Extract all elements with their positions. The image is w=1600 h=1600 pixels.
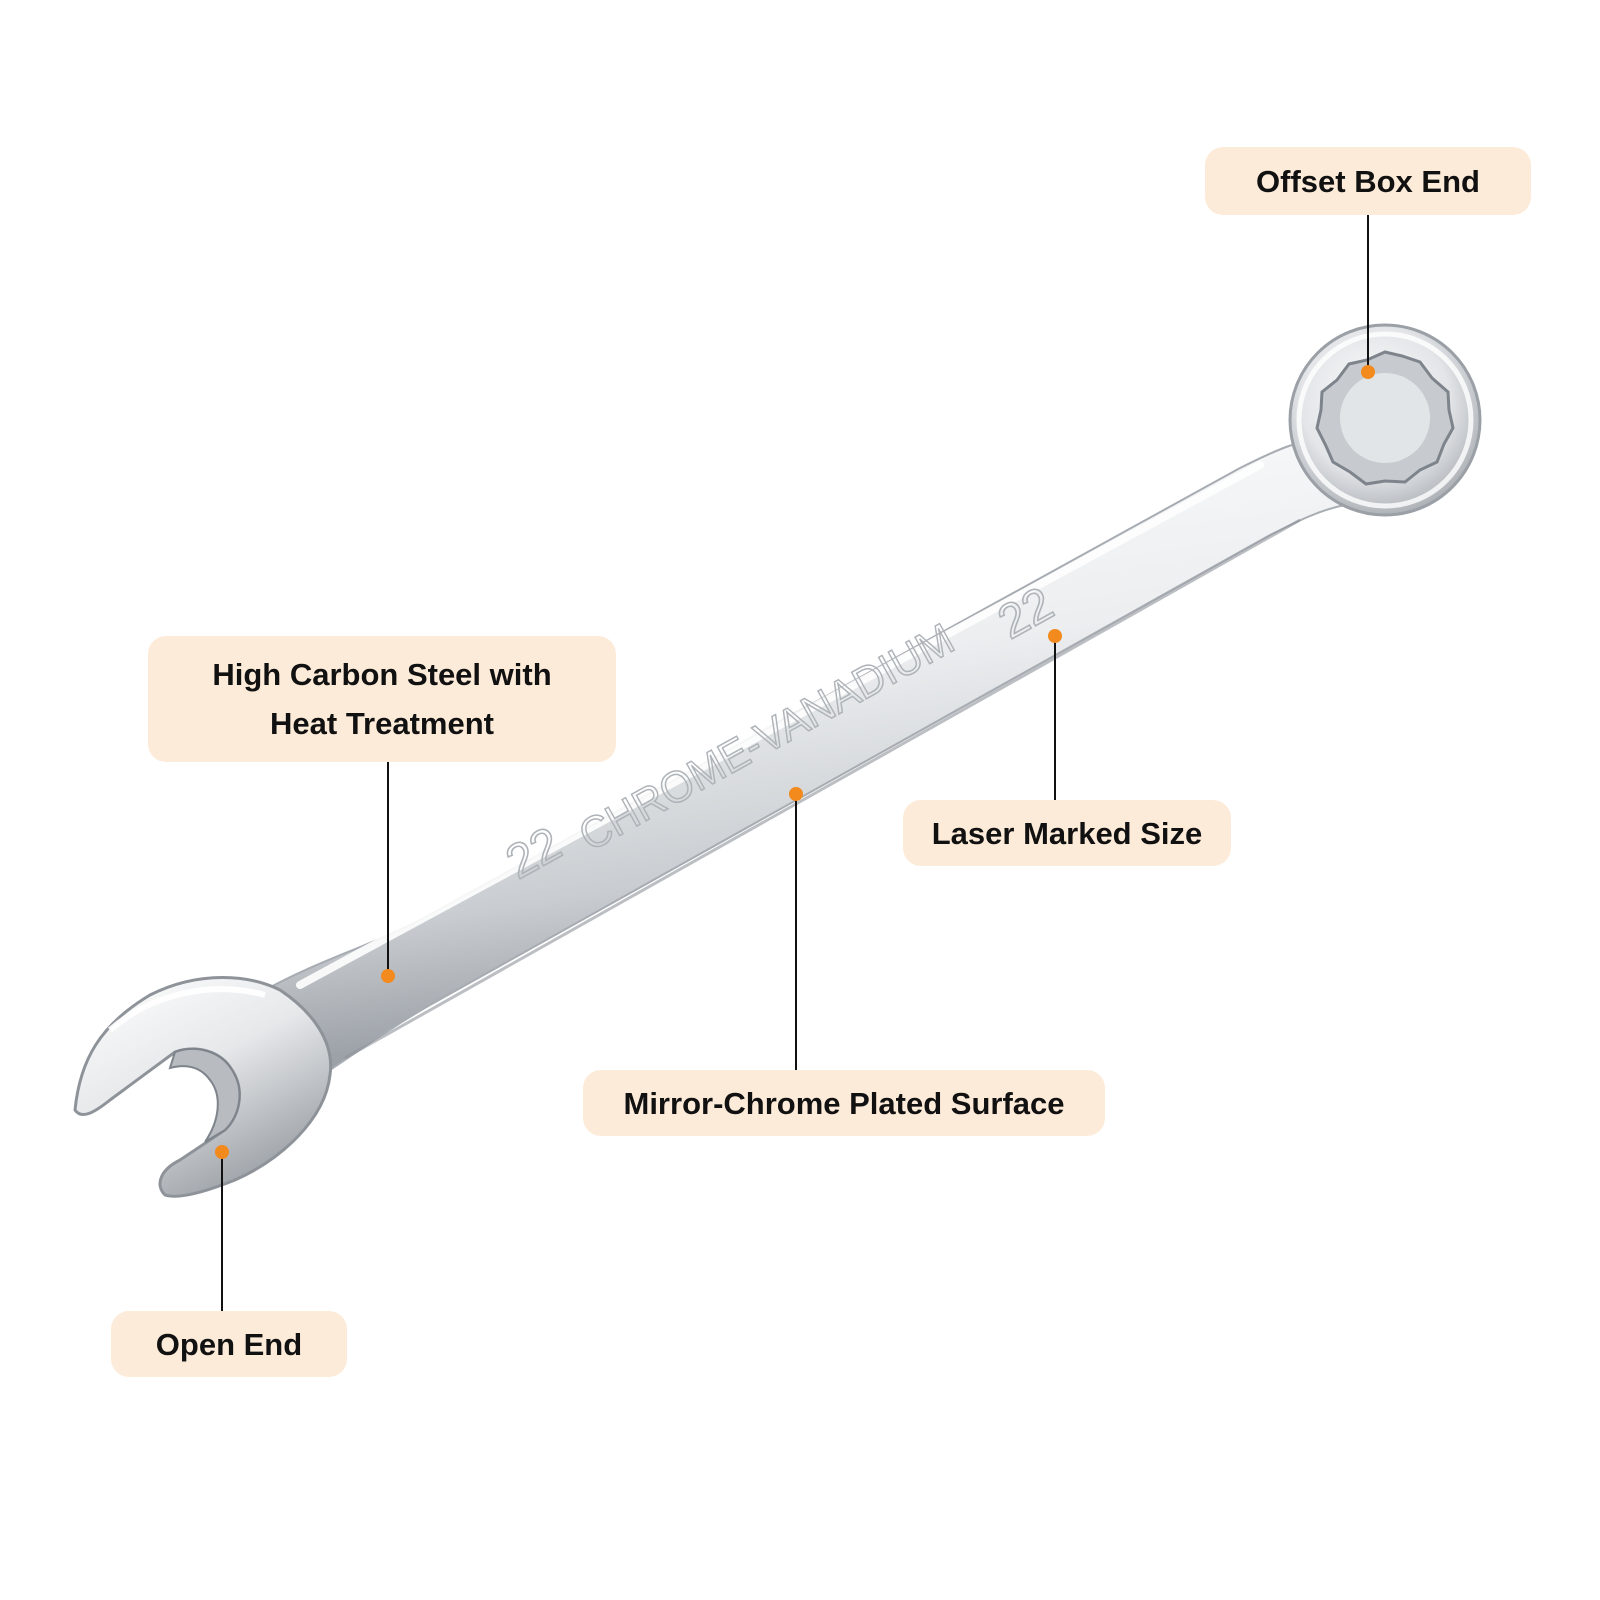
open-end-jaw <box>73 976 333 1198</box>
callout-text-line1: High Carbon Steel with <box>212 657 552 692</box>
shaft-edge-shadow <box>344 518 1301 1060</box>
callout-text: Laser Marked Size <box>931 815 1203 851</box>
callout-open-end: Open End <box>111 1311 347 1377</box>
callout-text: Open End <box>155 1326 303 1362</box>
marker-dot-open-end <box>215 1145 229 1159</box>
callout-laser-marked-size: Laser Marked Size <box>903 800 1231 866</box>
callout-text: Offset Box End <box>1256 163 1480 199</box>
callout-high-carbon-steel: High Carbon Steel with Heat Treatment <box>148 636 616 762</box>
callout-offset-box-end: Offset Box End <box>1205 147 1531 215</box>
callout-mirror-chrome-surface: Mirror-Chrome Plated Surface <box>583 1070 1105 1136</box>
marker-dot-box-end <box>1361 365 1375 379</box>
callout-text: Mirror-Chrome Plated Surface <box>623 1085 1065 1121</box>
offset-box-end <box>1288 323 1482 517</box>
callout-text-line2: Heat Treatment <box>270 706 494 741</box>
marker-dot-steel <box>381 969 395 983</box>
marker-dot-chrome <box>789 787 803 801</box>
marker-dot-laser <box>1048 629 1062 643</box>
shaft-highlight <box>296 461 1264 989</box>
